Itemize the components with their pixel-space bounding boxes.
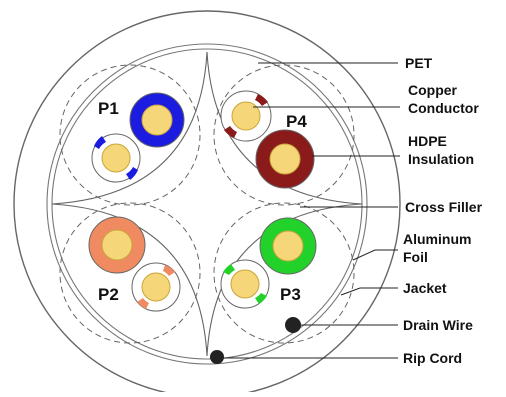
pair-label-p4: P4 bbox=[286, 112, 307, 131]
callout-cross-filler: Cross Filler bbox=[405, 199, 483, 215]
pair-p3 bbox=[220, 217, 317, 309]
leader-lines bbox=[223, 62, 400, 359]
callout-copper-line1: Copper bbox=[408, 82, 458, 98]
p4-stripe-top bbox=[255, 94, 268, 106]
pair-p1 bbox=[91, 92, 185, 183]
pair-label-p3: P3 bbox=[280, 285, 301, 304]
p3-stripe-right bbox=[255, 293, 267, 304]
p2-striped-conductor bbox=[141, 272, 171, 302]
callout-aluminum-line2: Foil bbox=[403, 249, 428, 265]
drain-wire bbox=[285, 317, 301, 333]
p2-stripe-top bbox=[163, 265, 175, 276]
p2-solid-conductor bbox=[101, 229, 133, 261]
pair-label-p1: P1 bbox=[98, 99, 119, 118]
p3-striped-conductor bbox=[230, 269, 260, 299]
p1-solid-conductor bbox=[141, 104, 173, 136]
pair-p2 bbox=[88, 216, 181, 312]
pair-label-p2: P2 bbox=[98, 285, 119, 304]
callout-aluminum-line1: Aluminum bbox=[403, 231, 471, 247]
callout-rip-cord: Rip Cord bbox=[403, 350, 462, 366]
p4-solid-conductor bbox=[269, 143, 301, 175]
p1-stripe-right bbox=[126, 167, 138, 180]
p1-stripe-left bbox=[94, 136, 106, 149]
p4-striped-conductor bbox=[231, 101, 261, 131]
callout-jacket: Jacket bbox=[403, 280, 447, 296]
pair-bundle-outlines bbox=[59, 64, 355, 344]
callout-hdpe-line2: Insulation bbox=[408, 151, 474, 167]
rip-cord bbox=[210, 350, 224, 364]
p2-stripe-bottom bbox=[137, 298, 149, 309]
callout-copper-line2: Conductor bbox=[408, 100, 479, 116]
callout-pet: PET bbox=[405, 55, 433, 71]
p3-solid-conductor bbox=[272, 230, 304, 262]
pair-p4 bbox=[220, 90, 315, 189]
p1-striped-conductor bbox=[101, 143, 131, 173]
callout-hdpe-line1: HDPE bbox=[408, 133, 447, 149]
p4-stripe-bottom bbox=[224, 126, 237, 138]
aluminum-foil-ring bbox=[46, 43, 368, 365]
leader-aluminum-foil bbox=[352, 249, 398, 261]
p3-stripe-left bbox=[223, 264, 235, 275]
callout-drain-wire: Drain Wire bbox=[403, 317, 473, 333]
leader-jacket bbox=[340, 287, 398, 296]
